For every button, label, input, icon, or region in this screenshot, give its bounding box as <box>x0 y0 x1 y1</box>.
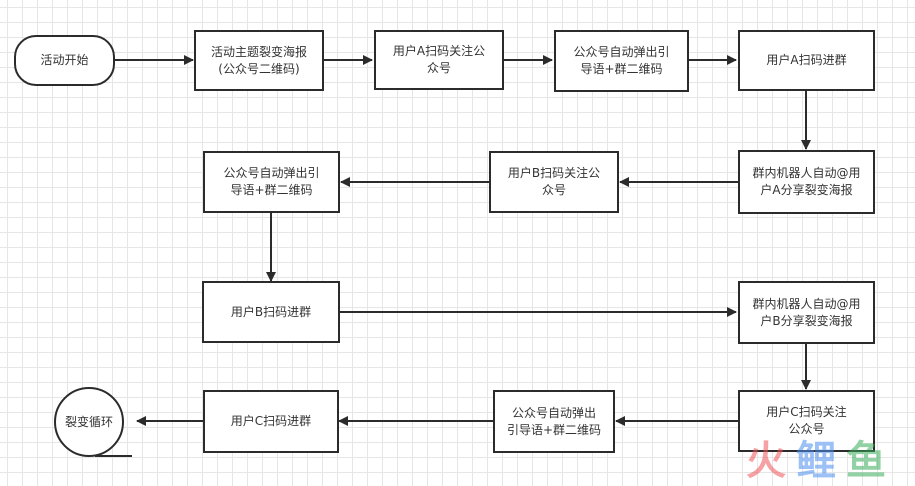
user-a-popup-node[interactable]: 公众号自动弹出引 导语+群二维码 <box>554 30 689 92</box>
user-c-join-node[interactable]: 用户C扫码进群 <box>203 390 339 453</box>
watermark-char: 火 <box>746 438 786 484</box>
watermark-char: 鱼 <box>846 438 886 484</box>
fission-loop-node[interactable]: 裂变循环 <box>54 387 124 457</box>
user-b-follow-node[interactable]: 用户B扫码关注公 众号 <box>489 151 619 213</box>
user-b-popup-node[interactable]: 公众号自动弹出引 导语+群二维码 <box>203 151 340 213</box>
user-a-follow-node[interactable]: 用户A扫码关注公 众号 <box>374 30 504 90</box>
user-c-follow-node[interactable]: 用户C扫码关注 公众号 <box>738 390 875 452</box>
bot-share-a-node[interactable]: 群内机器人自动@用 户A分享裂变海报 <box>738 150 875 214</box>
user-a-join-node[interactable]: 用户A扫码进群 <box>738 30 875 91</box>
user-c-popup-node[interactable]: 公众号自动弹出 引导语+群二维码 <box>493 390 615 453</box>
poster-node[interactable]: 活动主题裂变海报 (公众号二维码) <box>194 30 324 91</box>
user-b-join-node[interactable]: 用户B扫码进群 <box>202 281 340 343</box>
start-node[interactable]: 活动开始 <box>14 35 115 86</box>
watermark-char: 鲤 <box>796 438 836 484</box>
bot-share-b-node[interactable]: 群内机器人自动@用 户B分享裂变海报 <box>738 281 875 344</box>
